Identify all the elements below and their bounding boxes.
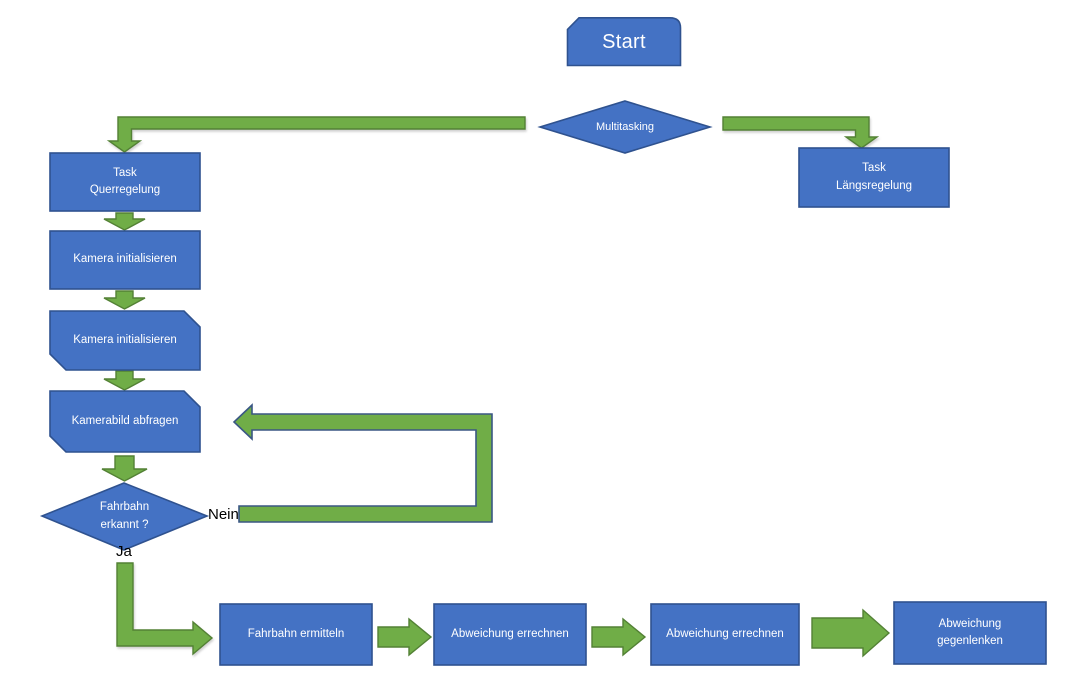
connector-ja-elbow-arrow <box>116 562 214 656</box>
node-fahrbahn-erkannt-shape <box>39 482 210 551</box>
node-abweichung-errechnen-1-shape <box>433 603 587 666</box>
connector-querregelung-to-kamera1-arrow <box>103 212 146 231</box>
node-kamera-initialisieren-2-shape <box>49 310 201 371</box>
node-fahrbahn-ermitteln-shape <box>219 603 373 666</box>
connector-kamerabild-to-fahrbahn-erkannt-arrow <box>101 455 148 482</box>
node-task-querregelung-shape <box>49 152 201 212</box>
connector-nein-loop-arrow <box>232 403 493 523</box>
connector-kamera2-to-kamerabild-arrow <box>103 370 146 391</box>
node-task-laengsregelung-shape <box>798 147 950 208</box>
node-kamerabild-abfragen-shape <box>49 390 201 453</box>
node-kamera-initialisieren-1-shape <box>49 230 201 290</box>
connector-multitasking-to-querregelung-arrow <box>106 116 526 153</box>
node-multitasking-shape <box>537 100 713 154</box>
node-abweichung-gegenlenken-shape <box>893 601 1047 665</box>
node-abweichung-errechnen-2-shape <box>650 603 800 666</box>
connector-errechnen1-to-errechnen2-arrow <box>591 617 647 657</box>
connector-errechnen2-to-gegenlenken-arrow <box>811 608 891 658</box>
node-start-shape <box>566 17 682 67</box>
connector-multitasking-to-laengsregelung-arrow <box>722 116 880 149</box>
connector-kamera1-to-kamera2-arrow <box>103 290 146 310</box>
connector-ermitteln-to-errechnen1-arrow <box>377 617 433 657</box>
